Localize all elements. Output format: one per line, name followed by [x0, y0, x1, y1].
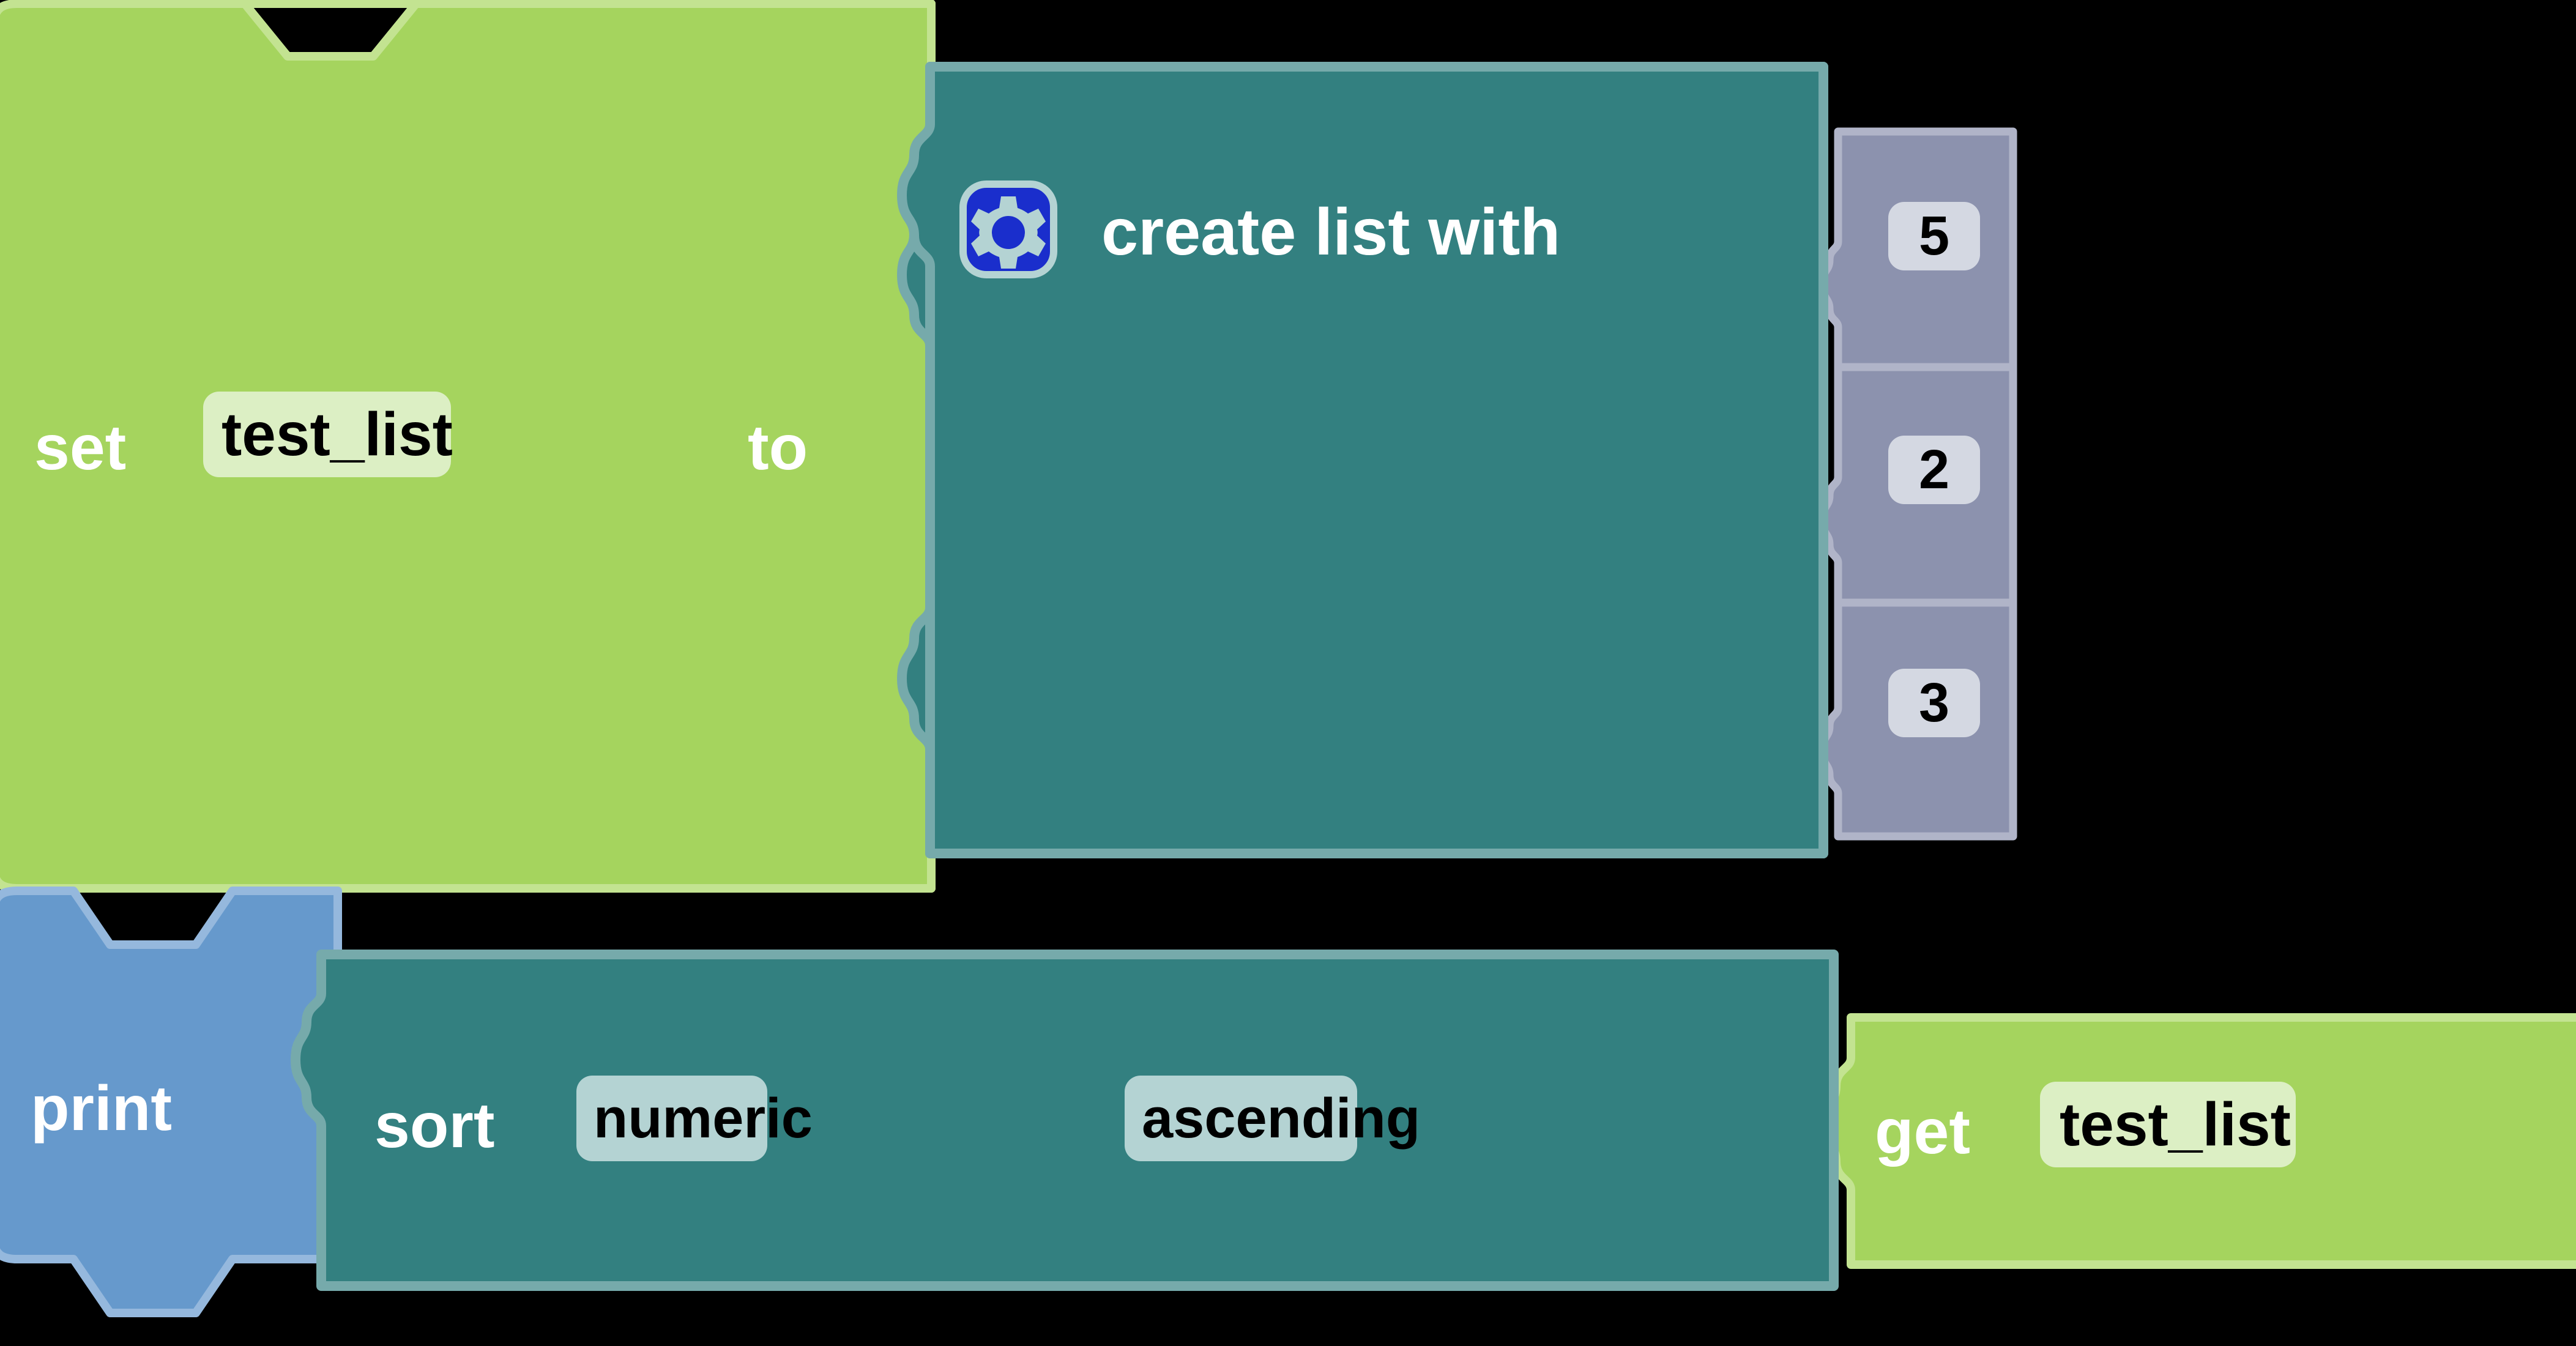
chevron-down-icon: [469, 425, 502, 444]
variables-get-variable-value: test_list: [2060, 1090, 2291, 1159]
variables-get-variable-dropdown[interactable]: test_list: [2040, 1082, 2340, 1167]
math-number-value-3: 3: [1918, 672, 1950, 734]
lists-sort-type-dropdown[interactable]: numeric: [576, 1076, 858, 1161]
lists-create-with-block-body[interactable]: [875, 58, 1836, 863]
math-number-value-2: 2: [1918, 439, 1950, 500]
chevron-down-icon: [825, 1109, 858, 1128]
lists-create-with-label: create list with: [1101, 195, 1561, 269]
math-number-field-3[interactable]: 3: [1888, 669, 1980, 737]
text-print-label: print: [31, 1073, 173, 1144]
variables-set-variable-dropdown[interactable]: test_list: [203, 392, 502, 477]
lists-sort-direction-dropdown[interactable]: ascending: [1125, 1076, 1466, 1161]
lists-sort-block-shape[interactable]: [278, 948, 1839, 1291]
lists-sort-direction-value: ascending: [1142, 1087, 1421, 1150]
variables-set-variable-value: test_list: [221, 400, 453, 469]
lists-sort-label: sort: [374, 1090, 495, 1161]
lists-sort-type-value: numeric: [594, 1087, 813, 1150]
chevron-down-icon: [2307, 1115, 2340, 1134]
math-number-field-5[interactable]: 5: [1888, 202, 1980, 270]
variables-set-suffix-label: to: [748, 412, 808, 483]
math-number-field-2[interactable]: 2: [1888, 436, 1980, 504]
variables-set-prefix-label: set: [34, 412, 127, 483]
gear-icon[interactable]: [959, 180, 1057, 278]
variables-get-label: get: [1875, 1096, 1970, 1167]
lists-create-with-block-shape[interactable]: [875, 58, 1836, 863]
chevron-down-icon: [1434, 1109, 1466, 1128]
math-number-value-5: 5: [1918, 206, 1950, 267]
